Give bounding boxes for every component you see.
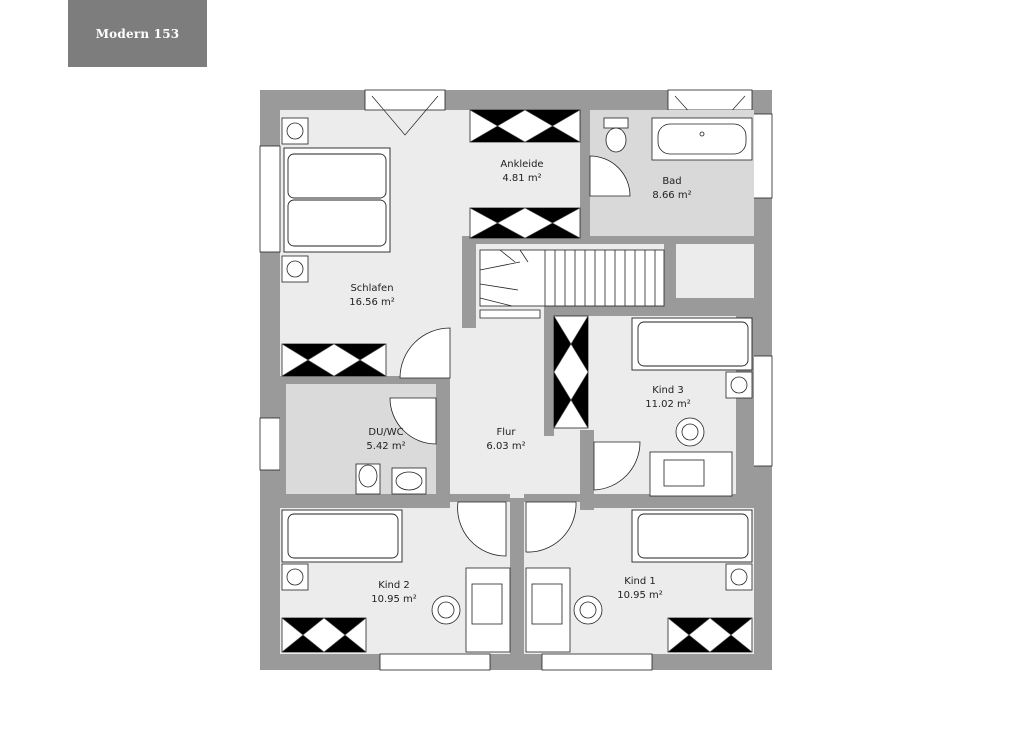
room-area: 10.95 m²: [617, 590, 663, 601]
room-label-bad: Bad 8.66 m²: [652, 175, 691, 203]
interior-walls: [280, 110, 754, 658]
bathroom-fixtures: [355, 117, 753, 495]
room-area: 11.02 m²: [645, 399, 691, 410]
room-name: Kind 1: [624, 576, 656, 587]
room-area: 10.95 m²: [371, 594, 417, 605]
room-label-kind3: Kind 3 11.02 m²: [645, 384, 691, 412]
room-label-kind2: Kind 2 10.95 m²: [371, 579, 417, 607]
room-name: DU/WC: [368, 427, 404, 438]
room-area: 8.66 m²: [652, 190, 692, 201]
room-area: 6.03 m²: [486, 441, 526, 452]
model-badge: Modern 153: [68, 0, 207, 67]
room-label-duwc: DU/WC 5.42 m²: [366, 426, 405, 454]
flur-floor: [454, 330, 542, 494]
room-label-flur: Flur 6.03 m²: [486, 426, 525, 454]
room-area: 5.42 m²: [366, 441, 406, 452]
wardrobe-crosses: [281, 109, 753, 653]
nightstands: [281, 117, 753, 591]
room-area: 4.81 m²: [502, 173, 542, 184]
room-label-schlafen: Schlafen 16.56 m²: [349, 282, 395, 310]
room-label-ankleide: Ankleide 4.81 m²: [500, 158, 543, 186]
room-name: Flur: [496, 427, 516, 438]
room-name: Ankleide: [500, 159, 544, 170]
model-label: Modern 153: [95, 26, 180, 41]
desks: [431, 417, 733, 653]
room-name: Schlafen: [350, 283, 394, 294]
beds: [281, 147, 753, 563]
room-name: Kind 3: [652, 385, 684, 396]
staircase: [479, 249, 665, 319]
room-name: Kind 2: [378, 580, 410, 591]
door-swings: [389, 155, 641, 557]
room-area: 16.56 m²: [349, 297, 395, 308]
room-name: Bad: [662, 176, 682, 187]
room-label-kind1: Kind 1 10.95 m²: [617, 575, 663, 603]
windows: [259, 89, 773, 671]
